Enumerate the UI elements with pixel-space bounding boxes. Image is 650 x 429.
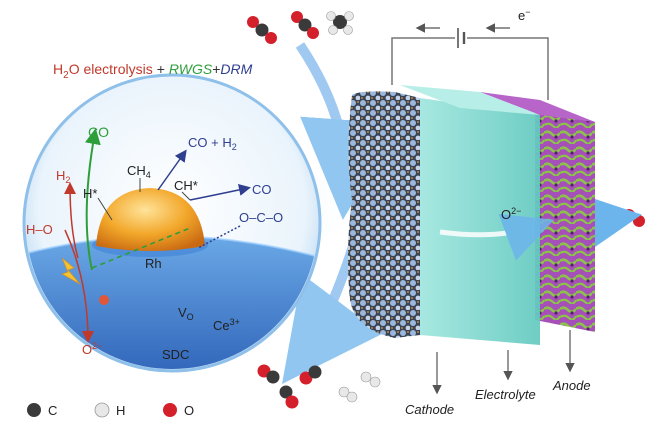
legend-item-c: C: [27, 403, 57, 418]
label-ch4: CH4: [127, 163, 151, 180]
molecule-ch4-top: [326, 11, 354, 35]
label-sdc: SDC: [162, 347, 189, 362]
legend-item-o: O: [163, 403, 194, 418]
legend-item-h: H: [94, 402, 125, 418]
co-right-arrow: [189, 183, 251, 201]
label-oco: O–C–O: [239, 210, 283, 225]
label-ho: H–O: [26, 222, 53, 237]
label-o2-cell: O2−: [501, 206, 521, 222]
gas-inflow-arrow: [295, 42, 400, 220]
title-line: H2O electrolysis+RWGS+DRM: [53, 61, 253, 81]
label-ch-star: CH*: [174, 178, 198, 193]
label-co-right: CO: [252, 182, 272, 197]
label-anode: Anode: [552, 378, 591, 393]
lightning-icon: [61, 257, 81, 285]
molecule-h2-bottom-2: [360, 371, 381, 388]
legend-label-h: H: [116, 403, 125, 418]
molecule-co2-top-2: [291, 11, 319, 39]
anode-block-top: [480, 92, 595, 122]
label-ce3: Ce3+: [213, 317, 240, 333]
label-o2-bubble: O2−: [82, 341, 102, 357]
atom-legend: C H O: [27, 402, 194, 418]
label-rh: Rh: [145, 256, 162, 271]
legend-swatch-o: [163, 403, 177, 417]
o2-down-arrow: [64, 229, 94, 343]
label-co-top: CO: [88, 124, 109, 140]
molecule-co-bottom-1: [257, 364, 280, 384]
molecule-co-bottom-3: [279, 385, 299, 409]
ch-star-pointer: [181, 191, 191, 201]
h-star-pointer: [97, 197, 113, 221]
molecule-o2-right: [623, 209, 645, 227]
label-electrolyte: Electrolyte: [475, 387, 536, 402]
label-h2: H2: [56, 168, 70, 185]
co-arrow: [84, 128, 101, 271]
magnified-bubble: [22, 73, 322, 373]
molecule-co2-top-1: [247, 16, 277, 44]
legend-swatch-c: [27, 403, 41, 417]
molecule-h2-bottom-1: [338, 386, 358, 403]
electrolyte-block-top: [400, 85, 540, 115]
label-cathode: Cathode: [405, 402, 454, 417]
anode-block-front: [535, 100, 595, 332]
rh-nanoparticle: [96, 188, 205, 251]
oxygen-atom: [99, 295, 109, 305]
label-vo: VO: [178, 305, 194, 322]
battery-gap: [455, 30, 467, 46]
legend-label-c: C: [48, 403, 57, 418]
co-h2-arrow: [157, 149, 187, 191]
legend-label-o: O: [184, 403, 194, 418]
label-co-plus-h2: CO + H2: [188, 135, 237, 152]
label-h-star: H*: [83, 186, 97, 201]
electrolyte-block-front: [420, 98, 540, 345]
h2-arrow: [64, 182, 79, 259]
oxide-ion-arrow: [439, 213, 555, 261]
cathode-block: [347, 91, 420, 338]
sdc-surface: [26, 236, 318, 369]
external-circuit-wire: [391, 37, 549, 100]
legend-swatch-h: [94, 402, 110, 418]
label-electron: e−: [518, 7, 531, 23]
molecule-co-bottom-2: [299, 365, 322, 385]
